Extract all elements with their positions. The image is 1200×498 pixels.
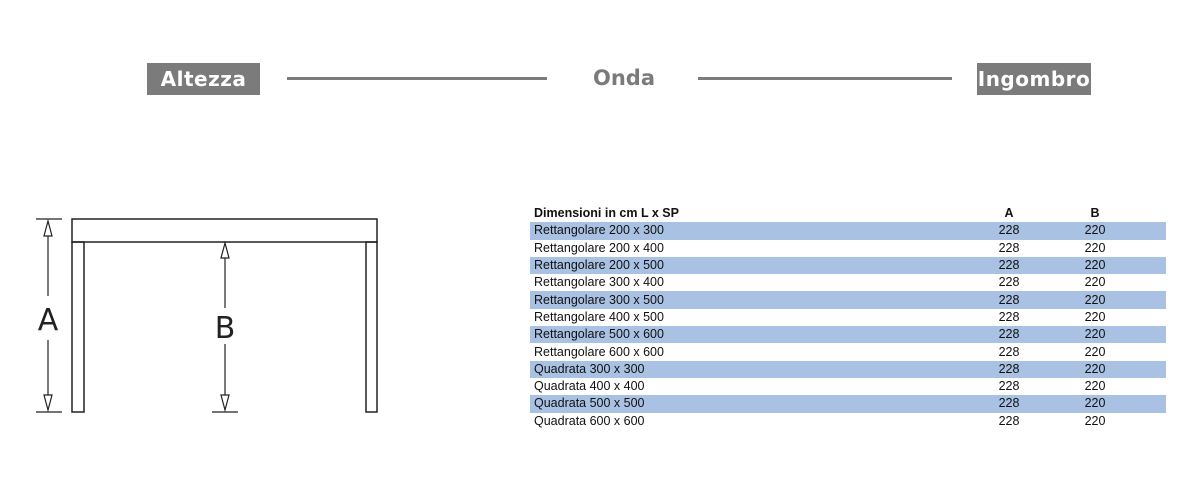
header-a: A bbox=[1004, 206, 1014, 221]
right-leg-outline bbox=[365, 241, 378, 413]
label-a: A bbox=[38, 303, 59, 338]
dimension-b-arrow bbox=[212, 240, 238, 413]
cell-dimensions: Rettangolare 300 x 400 bbox=[534, 275, 664, 290]
ingombro-tag: Ingombro bbox=[977, 63, 1091, 95]
cell-dimensions: Quadrata 600 x 600 bbox=[534, 413, 645, 428]
cell-dimensions: Rettangolare 200 x 400 bbox=[534, 240, 664, 255]
cell-a: 228 bbox=[998, 309, 1020, 324]
table-row: Quadrata 600 x 600 228 220 bbox=[530, 413, 1166, 430]
cell-dimensions: Rettangolare 300 x 500 bbox=[530, 291, 949, 309]
cell-spacer bbox=[1121, 291, 1166, 309]
cell-a: 228 bbox=[949, 360, 1069, 378]
cell-b: 220 bbox=[1084, 309, 1106, 324]
table-row: Rettangolare 400 x 500 228 220 bbox=[530, 309, 1166, 326]
cell-spacer bbox=[1121, 240, 1166, 257]
cell-spacer bbox=[1121, 309, 1166, 326]
cell-spacer bbox=[1121, 395, 1166, 413]
cell-dimensions: Rettangolare 200 x 500 bbox=[530, 256, 949, 275]
table-row: Rettangolare 200 x 400 228 220 bbox=[530, 240, 1166, 257]
cell-spacer bbox=[1121, 326, 1166, 344]
cell-dimensions: Quadrata 500 x 500 bbox=[530, 395, 949, 413]
cell-a: 228 bbox=[949, 395, 1069, 413]
header-dimensions: Dimensioni in cm L x SP bbox=[534, 206, 679, 221]
cell-spacer bbox=[1121, 360, 1166, 378]
header-spacer bbox=[1121, 205, 1166, 222]
cell-b: 220 bbox=[1069, 291, 1121, 309]
cell-a: 228 bbox=[949, 222, 1069, 240]
cell-b: 220 bbox=[1069, 256, 1121, 275]
cell-spacer bbox=[1121, 274, 1166, 291]
cell-b: 220 bbox=[1084, 275, 1106, 290]
cell-dimensions: Rettangolare 400 x 500 bbox=[534, 309, 664, 324]
tabletop-outline bbox=[71, 218, 378, 243]
cell-b: 220 bbox=[1069, 326, 1121, 344]
cell-b: 220 bbox=[1084, 344, 1106, 359]
cell-b: 220 bbox=[1069, 395, 1121, 413]
table-row: Rettangolare 600 x 600 228 220 bbox=[530, 343, 1166, 360]
altezza-tag: Altezza bbox=[147, 63, 260, 95]
cell-spacer bbox=[1121, 256, 1166, 275]
cell-a: 228 bbox=[949, 291, 1069, 309]
cell-b: 220 bbox=[1069, 360, 1121, 378]
cell-dimensions: Quadrata 300 x 300 bbox=[530, 360, 949, 378]
cell-a: 228 bbox=[998, 344, 1020, 359]
cell-dimensions: Rettangolare 600 x 600 bbox=[534, 344, 664, 359]
cell-a: 228 bbox=[949, 326, 1069, 344]
cell-dimensions: Rettangolare 200 x 300 bbox=[530, 222, 949, 240]
cell-spacer bbox=[1121, 378, 1166, 395]
dimensions-table: Dimensioni in cm L x SP A B Rettangolare… bbox=[530, 205, 1166, 430]
cell-b: 220 bbox=[1084, 379, 1106, 394]
dimension-a-arrow bbox=[36, 218, 62, 413]
left-divider-line bbox=[287, 77, 547, 80]
cell-a: 228 bbox=[998, 413, 1020, 428]
cell-a: 228 bbox=[998, 275, 1020, 290]
cell-a: 228 bbox=[998, 240, 1020, 255]
cell-b: 220 bbox=[1084, 240, 1106, 255]
cell-dimensions: Quadrata 400 x 400 bbox=[534, 379, 645, 394]
right-divider-line bbox=[698, 77, 952, 80]
cell-a: 228 bbox=[998, 379, 1020, 394]
left-leg-outline bbox=[71, 241, 85, 413]
cell-spacer bbox=[1121, 413, 1166, 430]
table-row: Quadrata 400 x 400 228 220 bbox=[530, 378, 1166, 395]
label-b: B bbox=[215, 311, 236, 346]
cell-a: 228 bbox=[949, 256, 1069, 275]
product-title: Onda bbox=[592, 66, 655, 90]
cell-spacer bbox=[1121, 222, 1166, 240]
table-height-diagram: A B bbox=[36, 218, 378, 413]
header-b: B bbox=[1090, 206, 1100, 221]
cell-dimensions: Rettangolare 500 x 600 bbox=[530, 326, 949, 344]
cell-b: 220 bbox=[1069, 222, 1121, 240]
table-row: Rettangolare 300 x 400 228 220 bbox=[530, 274, 1166, 291]
cell-spacer bbox=[1121, 343, 1166, 360]
cell-b: 220 bbox=[1084, 413, 1106, 428]
table-header-row: Dimensioni in cm L x SP A B bbox=[530, 205, 1166, 222]
